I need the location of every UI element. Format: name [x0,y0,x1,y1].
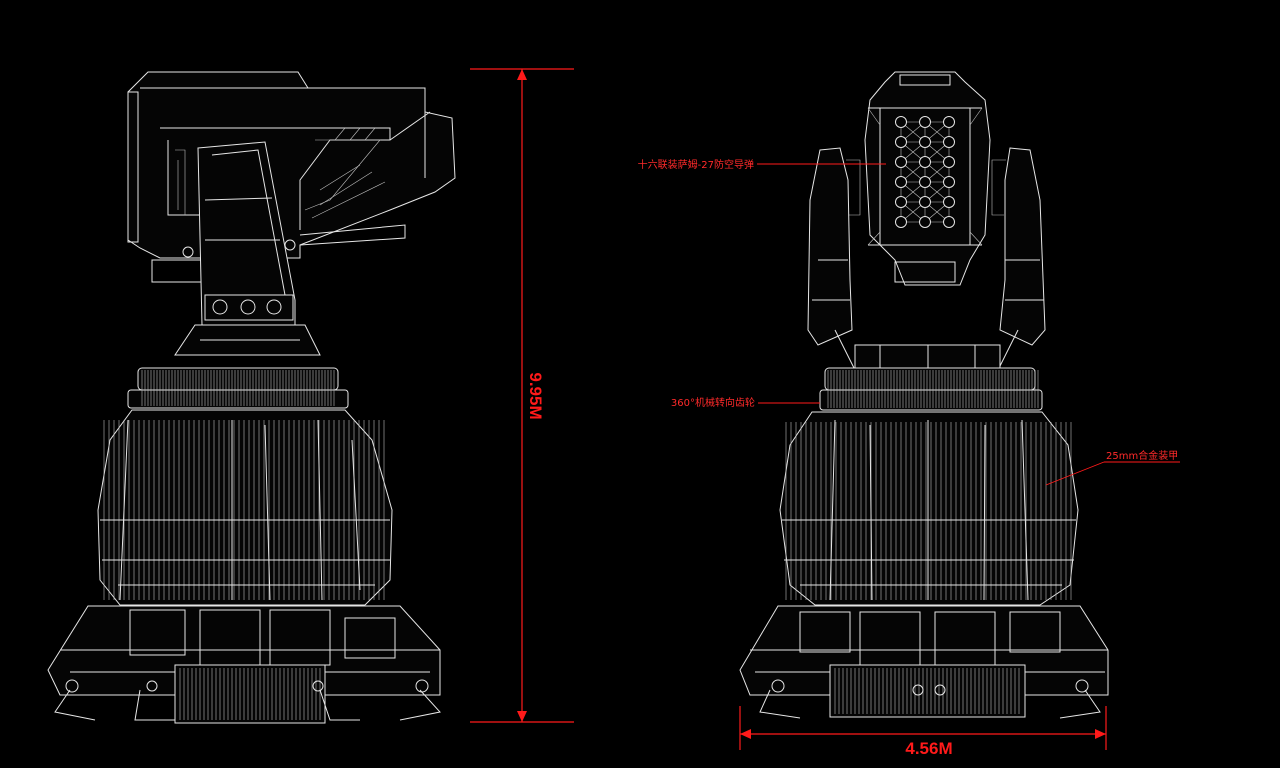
missile-tube [919,196,931,208]
front-gear-ring [819,367,1043,411]
front-view-turret [739,71,1109,719]
callout-armor-label: 25mm合金装甲 [1106,449,1178,462]
side-armor-body [97,409,393,606]
missile-tube [943,156,955,168]
front-armor-body [779,411,1079,606]
side-base-legs [47,605,441,724]
width-dimension: 4.56M [739,706,1107,758]
missile-tube [895,156,907,168]
missile-tube [919,116,931,128]
missile-tube [943,216,955,228]
missile-tube [895,176,907,188]
missile-tube [919,136,931,148]
side-view-turret [47,71,456,724]
callout-gear: 360°机械转向齿轮 [671,396,820,409]
callout-missiles: 十六联装萨姆-27防空导弹 [638,158,886,171]
missile-tube [919,156,931,168]
side-mast [174,141,321,356]
missile-tube [895,136,907,148]
missile-tube [919,216,931,228]
front-launcher-pod [864,71,991,286]
missile-tube [895,116,907,128]
callout-missiles-label: 十六联装萨姆-27防空导弹 [638,158,754,171]
front-base-legs [739,605,1109,719]
missile-tube [895,196,907,208]
missile-tube [943,116,955,128]
side-launcher-box [127,71,456,283]
width-label: 4.56M [905,739,952,758]
missile-array [895,116,955,228]
missile-tube [943,136,955,148]
missile-tube [919,176,931,188]
callout-gear-label: 360°机械转向齿轮 [671,396,755,409]
side-gear-ring [127,367,349,409]
front-support-arms [807,147,1046,371]
missile-tube [943,196,955,208]
callout-armor: 25mm合金装甲 [1045,449,1180,486]
height-dimension: 9.95M [470,68,574,723]
height-label: 9.95M [526,372,545,419]
missile-tube [943,176,955,188]
missile-tube [895,216,907,228]
